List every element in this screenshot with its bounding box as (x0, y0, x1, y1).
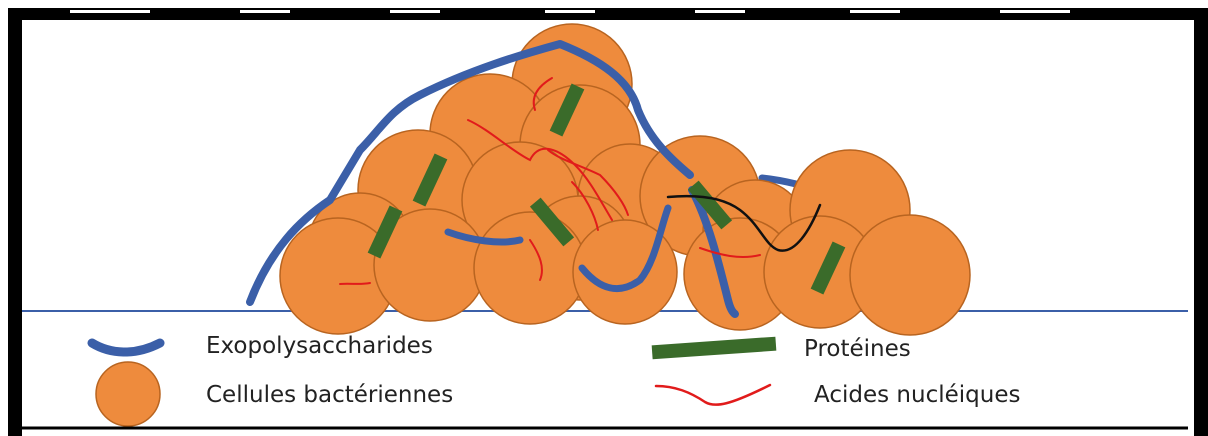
exopolysaccharides-legend-label: Exopolysaccharides (206, 333, 433, 359)
protein-legend-icon (652, 337, 777, 360)
bacterial-cell-legend-icon (96, 362, 160, 426)
bacterial-cells-legend-label: Cellules bactériennes (206, 382, 453, 408)
proteins-legend-label: Protéines (804, 336, 911, 362)
exopolysaccharide-legend-icon (92, 343, 160, 352)
nucleic-acids-legend-label: Acides nucléiques (814, 382, 1020, 408)
top-edge-marks (70, 10, 1070, 13)
nucleic-acid-legend-icon (656, 385, 770, 405)
